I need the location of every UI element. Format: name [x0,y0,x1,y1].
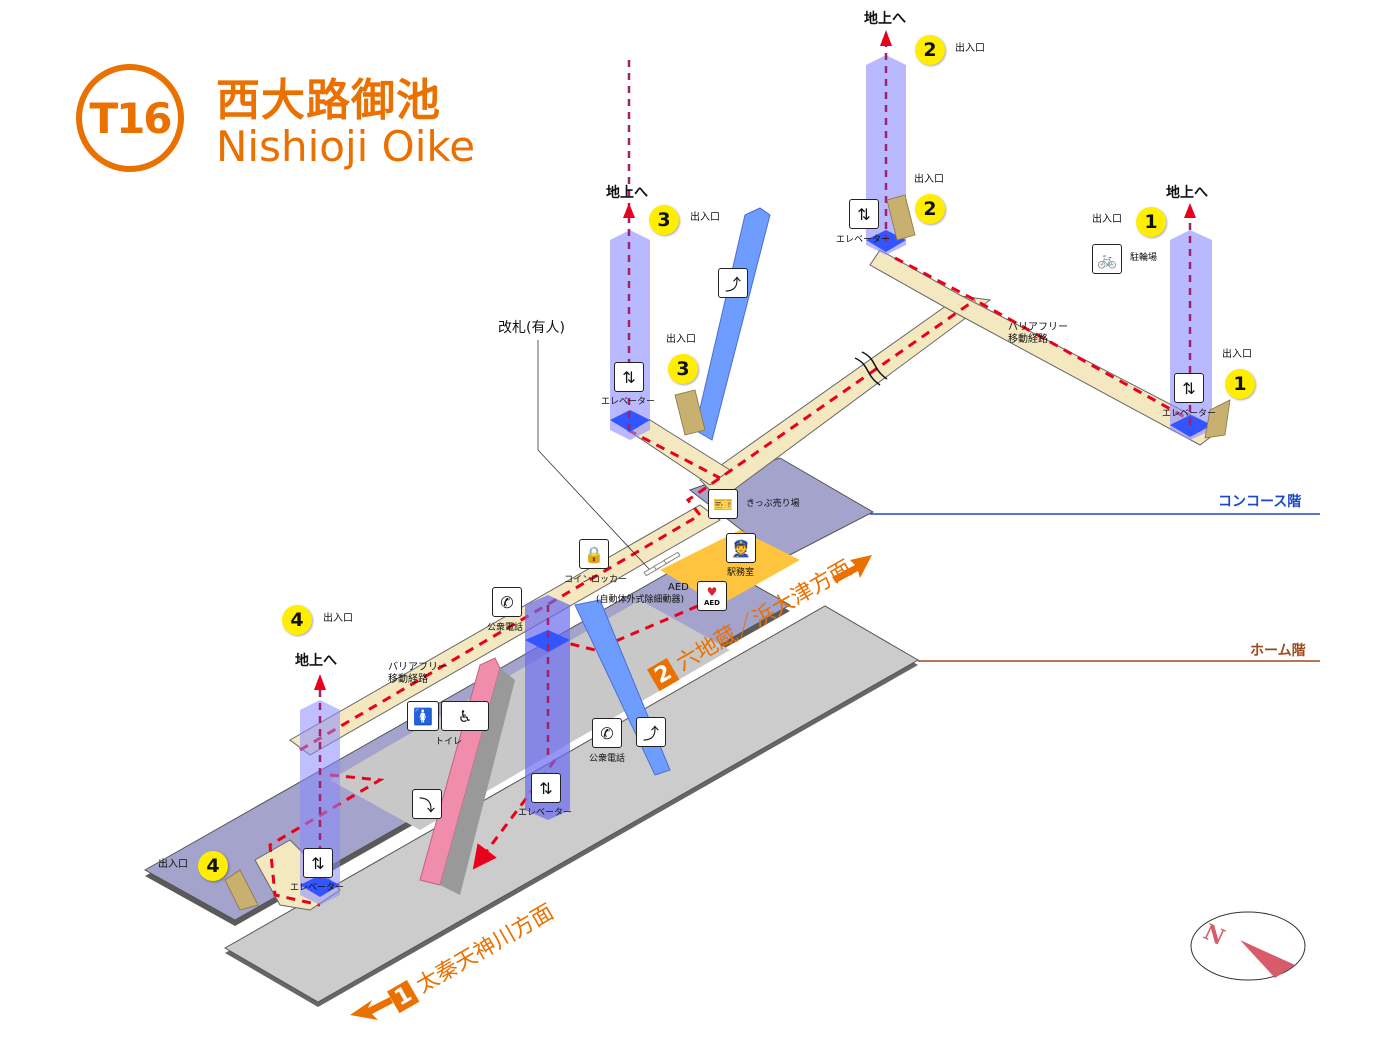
platform-floor-label: ホーム階 [1250,643,1306,659]
aed-label: AED [668,582,689,593]
elevator-label: エレベーター [601,397,656,407]
station-code: T16 [89,93,172,143]
ticket-sales-label: きっぷ売り場 [746,499,800,509]
public-phone-icon: ✆ [592,718,622,748]
exit-2-label: 出入口 [955,43,985,54]
elevator-label: エレベーター [836,235,891,245]
station-office-label: 駅務室 [727,568,755,578]
exit-3-stair-label: 出入口 [666,334,696,345]
elevator-icon: ⇅ [614,362,644,392]
elevator-icon: ⇅ [1174,373,1204,403]
barrier-free-route-label: バリアフリー 移動経路 [1008,322,1068,345]
elevator-label: エレベーター [290,883,345,893]
elevator-label: エレベーター [1162,409,1217,419]
escalator-icon: ⤵ [412,789,442,819]
ticket-sales-icon: 🎫 [708,489,738,519]
station-office-area [660,530,800,605]
exit-2-to-ground: 地上へ [864,11,906,27]
break-symbol [854,351,888,386]
toilet-label: トイレ [435,737,463,747]
aed-full-label: (自動体外式除細動器) [596,595,685,605]
station-name-en: Nishioji Oike [216,122,476,171]
coin-locker-icon: 🔒 [579,539,609,569]
up-arrows [314,30,1196,690]
exit-1-stair-marker[interactable]: 1 [1225,369,1255,399]
public-phone-label: 公衆電話 [589,754,626,764]
concourse-floor-label: コンコース階 [1218,494,1302,510]
escalator-icon: ⤴ [718,268,748,298]
bicycle-icon: 🚲 [1092,244,1122,274]
accessible-toilet-icon: ♿ [441,701,489,731]
exit-4-label: 出入口 [323,613,353,624]
toilet-icon: 🚺 [407,701,439,731]
public-phone-label: 公衆電話 [487,623,524,633]
aed-icon: ♥AED [697,581,727,611]
exit-2-stair-label: 出入口 [914,174,944,185]
direction-arrows [350,555,872,1020]
barrier-free-route-label: バリアフリー 移動経路 [388,662,448,685]
escalator-icon: ⤴ [636,717,666,747]
exit-1-marker[interactable]: 1 [1136,207,1166,237]
platform-floor [223,605,920,1007]
ticket-gate-label: 改札(有人) [498,320,565,336]
exit-4-marker[interactable]: 4 [282,605,312,635]
stairs [224,194,1231,911]
exit-1-to-ground: 地上へ [1166,185,1208,201]
exit-1-label: 出入口 [1092,214,1122,225]
exit-2-marker[interactable]: 2 [915,35,945,65]
exit-4-to-ground: 地上へ [295,653,337,669]
exit-3-stair-marker[interactable]: 3 [668,354,698,384]
bicycle-parking-label: 駐輪場 [1130,253,1158,263]
station-number-badge: T16 [76,64,184,172]
elevator-icon: ⇅ [531,773,561,803]
station-name-ja: 西大路御池 [216,75,441,126]
station-office-icon: 👮 [726,533,756,563]
coin-locker-label: コインロッカー [564,575,628,585]
exit-4-stair-label: 出入口 [158,859,188,870]
public-phone-icon: ✆ [492,587,522,617]
exit-3-to-ground: 地上へ [606,185,648,201]
exit-2-stair-marker[interactable]: 2 [915,194,945,224]
exit-3-marker[interactable]: 3 [649,205,679,235]
compass [1190,911,1306,981]
elevator-label: エレベーター [518,808,573,818]
exit-1-stair-label: 出入口 [1222,349,1252,360]
ticket-gates [643,551,681,577]
exit-4-stair-marker[interactable]: 4 [198,851,228,881]
elevator-icon: ⇅ [303,848,333,878]
elevator-icon: ⇅ [849,199,879,229]
exit-3-label: 出入口 [690,212,720,223]
